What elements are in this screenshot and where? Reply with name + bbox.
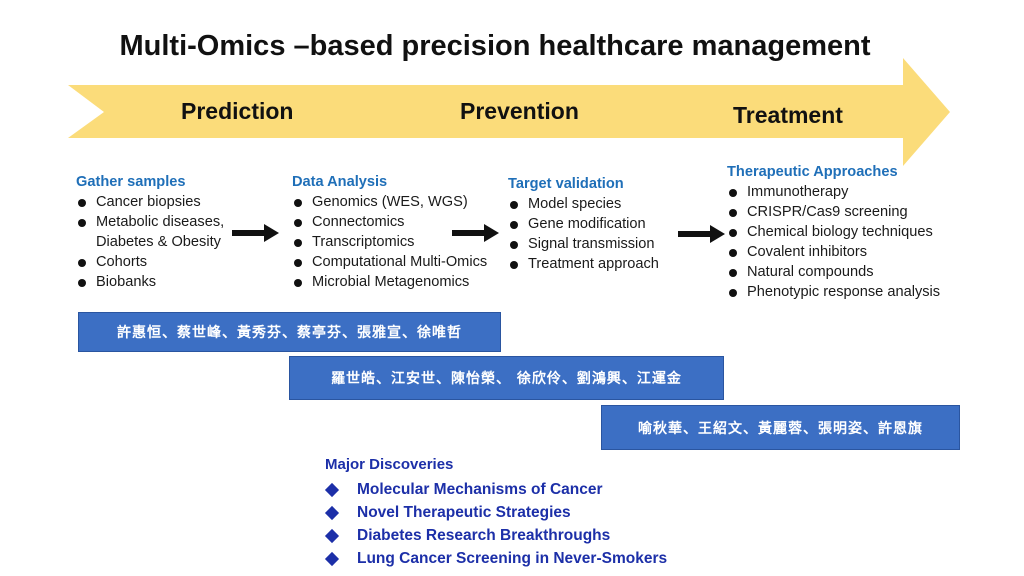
- discovery-label: Diabetes Research Breakthroughs: [357, 527, 611, 544]
- page-title: Multi-Omics –based precision healthcare …: [119, 30, 871, 62]
- discovery-item: Novel Therapeutic Strategies: [324, 501, 667, 524]
- list-item: Phenotypic response analysis: [727, 282, 940, 302]
- column-heading: Gather samples: [76, 174, 186, 190]
- list-item: Genomics (WES, WGS): [292, 192, 487, 212]
- column-therapeutic-approaches: Therapeutic Approaches Immunotherapy CRI…: [727, 162, 940, 302]
- big-yellow-arrow: [68, 58, 950, 166]
- discovery-item: Molecular Mechanisms of Cancer: [324, 478, 667, 501]
- phase-prevention: Prevention: [460, 98, 579, 124]
- list-item: Transcriptomics: [292, 232, 487, 252]
- team-box-prevention: 羅世皓、江安世、陳怡榮、 徐欣伶、劉鴻興、江運金: [289, 356, 724, 400]
- right-arrow-icon: [232, 224, 279, 242]
- list-item: Cohorts: [76, 252, 224, 272]
- phase-treatment: Treatment: [733, 102, 843, 128]
- discovery-label: Novel Therapeutic Strategies: [357, 504, 571, 521]
- list-item: Metabolic diseases,: [76, 212, 224, 232]
- column-heading: Target validation: [508, 176, 624, 192]
- column-gather-samples: Gather samples Cancer biopsies Metabolic…: [76, 172, 224, 292]
- list-item: Natural compounds: [727, 262, 940, 282]
- discovery-item: Diabetes Research Breakthroughs: [324, 524, 667, 547]
- list-item-continuation: Diabetes & Obesity: [96, 234, 221, 250]
- list-item: Treatment approach: [508, 254, 659, 274]
- list-item: Gene modification: [508, 214, 659, 234]
- list-item: Microbial Metagenomics: [292, 272, 487, 292]
- column-heading: Data Analysis: [292, 174, 388, 190]
- phase-prediction: Prediction: [181, 98, 294, 124]
- team-box-treatment: 喻秋華、王紹文、黃麗蓉、張明姿、許恩旗: [601, 405, 960, 450]
- diamond-bullet-icon: [324, 528, 340, 544]
- discovery-item: Lung Cancer Screening in Never-Smokers: [324, 547, 668, 570]
- list-item: Immunotherapy: [727, 182, 940, 202]
- discoveries-list: Molecular Mechanisms of Cancer Novel The…: [324, 478, 668, 570]
- diamond-bullet-icon: [324, 505, 340, 521]
- right-arrow-icon: [452, 224, 499, 242]
- list-item: Chemical biology techniques: [727, 222, 940, 242]
- list-item: Signal transmission: [508, 234, 659, 254]
- list-item: CRISPR/Cas9 screening: [727, 202, 940, 222]
- column-target-validation: Target validation Model species Gene mod…: [508, 174, 659, 274]
- discovery-label: Molecular Mechanisms of Cancer: [357, 481, 603, 498]
- column-heading: Therapeutic Approaches: [727, 164, 898, 180]
- list-item: Biobanks: [76, 272, 224, 292]
- right-arrow-icon: [678, 225, 725, 243]
- discovery-label: Lung Cancer Screening in Never-Smokers: [357, 550, 668, 567]
- list-item: Covalent inhibitors: [727, 242, 940, 262]
- list-item: Connectomics: [292, 212, 487, 232]
- list-item: Computational Multi-Omics: [292, 252, 487, 272]
- column-data-analysis: Data Analysis Genomics (WES, WGS) Connec…: [292, 172, 487, 292]
- list-item: Cancer biopsies: [76, 192, 224, 212]
- team-box-prediction: 許惠恒、蔡世峰、黃秀芬、蔡亭芬、張雅宣、徐唯哲: [78, 312, 501, 352]
- discoveries-heading: Major Discoveries: [325, 456, 454, 473]
- diamond-bullet-icon: [324, 482, 340, 498]
- list-item: Model species: [508, 194, 659, 214]
- diamond-bullet-icon: [324, 551, 340, 567]
